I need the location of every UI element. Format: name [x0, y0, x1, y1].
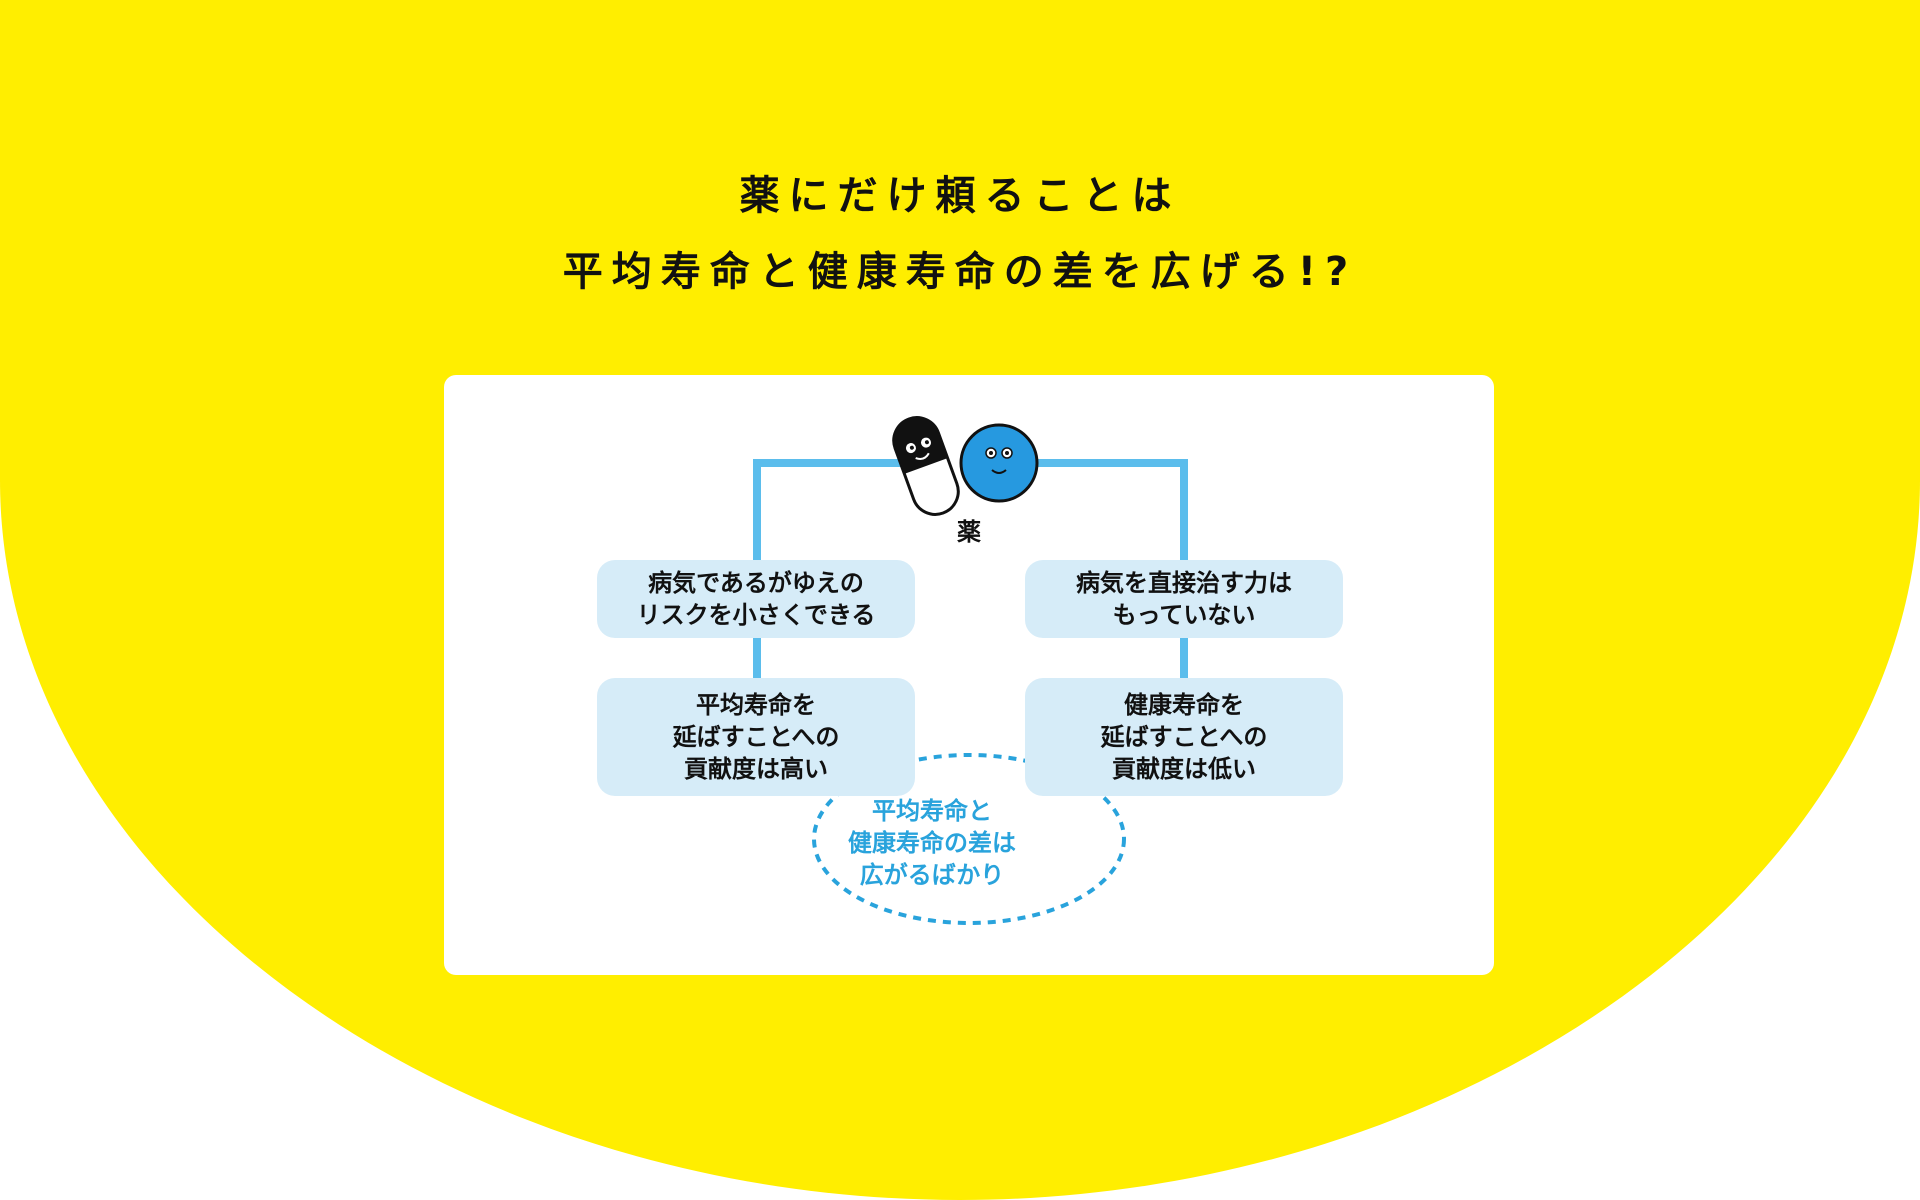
right-top-box: 病気を直接治す力は もっていない — [1025, 560, 1343, 638]
round-pill-character-icon — [959, 423, 1039, 503]
headline-line-1: 薬にだけ頼ることは — [739, 173, 1181, 219]
drug-label: 薬 — [957, 518, 981, 546]
right-top-box-line: もっていない — [1112, 601, 1256, 629]
result-text: 平均寿命と 健康寿命の差は 広がるばかり — [810, 795, 1054, 891]
result-text-line: 平均寿命と — [872, 797, 992, 825]
left-bottom-box-line: 延ばすことへの — [672, 723, 840, 751]
left-top-box-line: 病気であるがゆえの — [648, 569, 864, 597]
right-bottom-box-line: 健康寿命を — [1124, 691, 1244, 719]
left-bottom-box: 平均寿命を 延ばすことへの 貢献度は高い — [597, 678, 915, 796]
result-text-line: 広がるばかり — [859, 861, 1005, 889]
left-bottom-box-line: 貢献度は高い — [684, 755, 828, 783]
right-bottom-box: 健康寿命を 延ばすことへの 貢献度は低い — [1025, 678, 1343, 796]
capsule-character-icon — [892, 416, 960, 516]
result-text-line: 健康寿命の差は — [848, 829, 1016, 857]
result-ellipse — [812, 753, 1126, 925]
diagram-card: 薬 病気であるがゆえの リスクを小さくできる 病気を直接治す力は もっていない … — [444, 375, 1494, 975]
right-top-box-line: 病気を直接治す力は — [1076, 569, 1292, 597]
right-bottom-box-line: 延ばすことへの — [1100, 723, 1268, 751]
headline-line-2: 平均寿命と健康寿命の差を広げる!? — [562, 249, 1358, 295]
left-top-box: 病気であるがゆえの リスクを小さくできる — [597, 560, 915, 638]
left-top-box-line: リスクを小さくできる — [636, 601, 876, 629]
left-bottom-box-line: 平均寿命を — [696, 691, 816, 719]
right-bottom-box-line: 貢献度は低い — [1112, 755, 1256, 783]
headline: 薬にだけ頼ることは 平均寿命と健康寿命の差を広げる!? — [0, 158, 1920, 310]
